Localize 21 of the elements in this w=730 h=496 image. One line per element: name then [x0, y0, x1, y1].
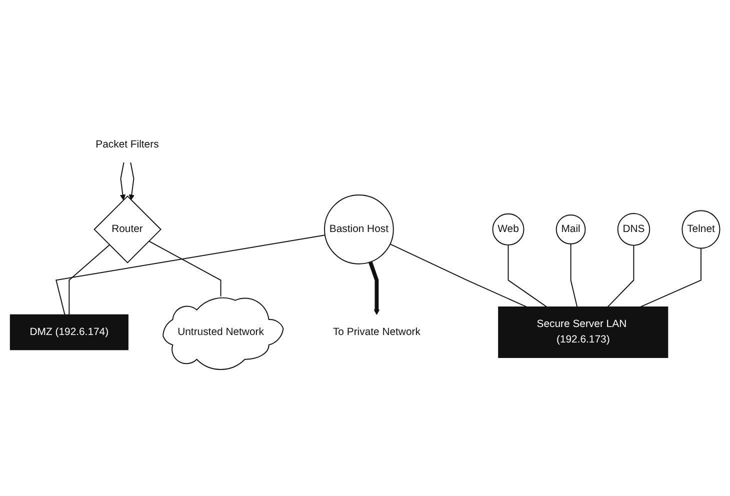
node-circle: Telnet [682, 210, 720, 248]
node-box: DMZ (192.6.174) [10, 314, 128, 350]
connector [508, 244, 548, 307]
connector [607, 244, 634, 307]
node-circle: Mail [556, 214, 586, 244]
node-box: Secure Server LAN (192.6.173) [498, 306, 668, 358]
node-diamond: Router [94, 195, 162, 263]
connector [68, 244, 110, 315]
arrow [120, 162, 126, 200]
node-circle: DNS [617, 212, 650, 246]
node-circle: Bastion Host [324, 194, 394, 264]
node-text: Packet Filters [96, 138, 159, 150]
connector [570, 243, 578, 307]
connector [148, 240, 222, 297]
arrow [368, 260, 380, 315]
connector [56, 234, 326, 315]
arrow [128, 162, 134, 200]
connector [640, 247, 702, 307]
connector [390, 243, 527, 307]
node-text: To Private Network [332, 326, 420, 338]
node-circle: Web [492, 213, 524, 246]
